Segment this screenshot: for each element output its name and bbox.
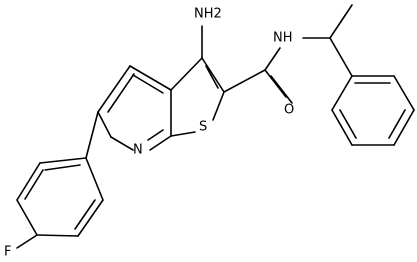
carbonyl-oxygen-label: O [284, 103, 294, 118]
amide-nh-label: NH [273, 31, 293, 46]
fluorophenyl-group [16, 111, 104, 249]
fluorine-label: F [4, 245, 11, 260]
pyridine-ring [97, 65, 172, 151]
amide-group [223, 37, 331, 104]
phenylethyl-group [329, 4, 415, 146]
pyridine-nitrogen-label: N [133, 143, 143, 158]
thiophene-sulfur-label: S [199, 120, 207, 135]
thiophene-ring [170, 57, 225, 137]
amino-label: NH2 [194, 7, 222, 22]
